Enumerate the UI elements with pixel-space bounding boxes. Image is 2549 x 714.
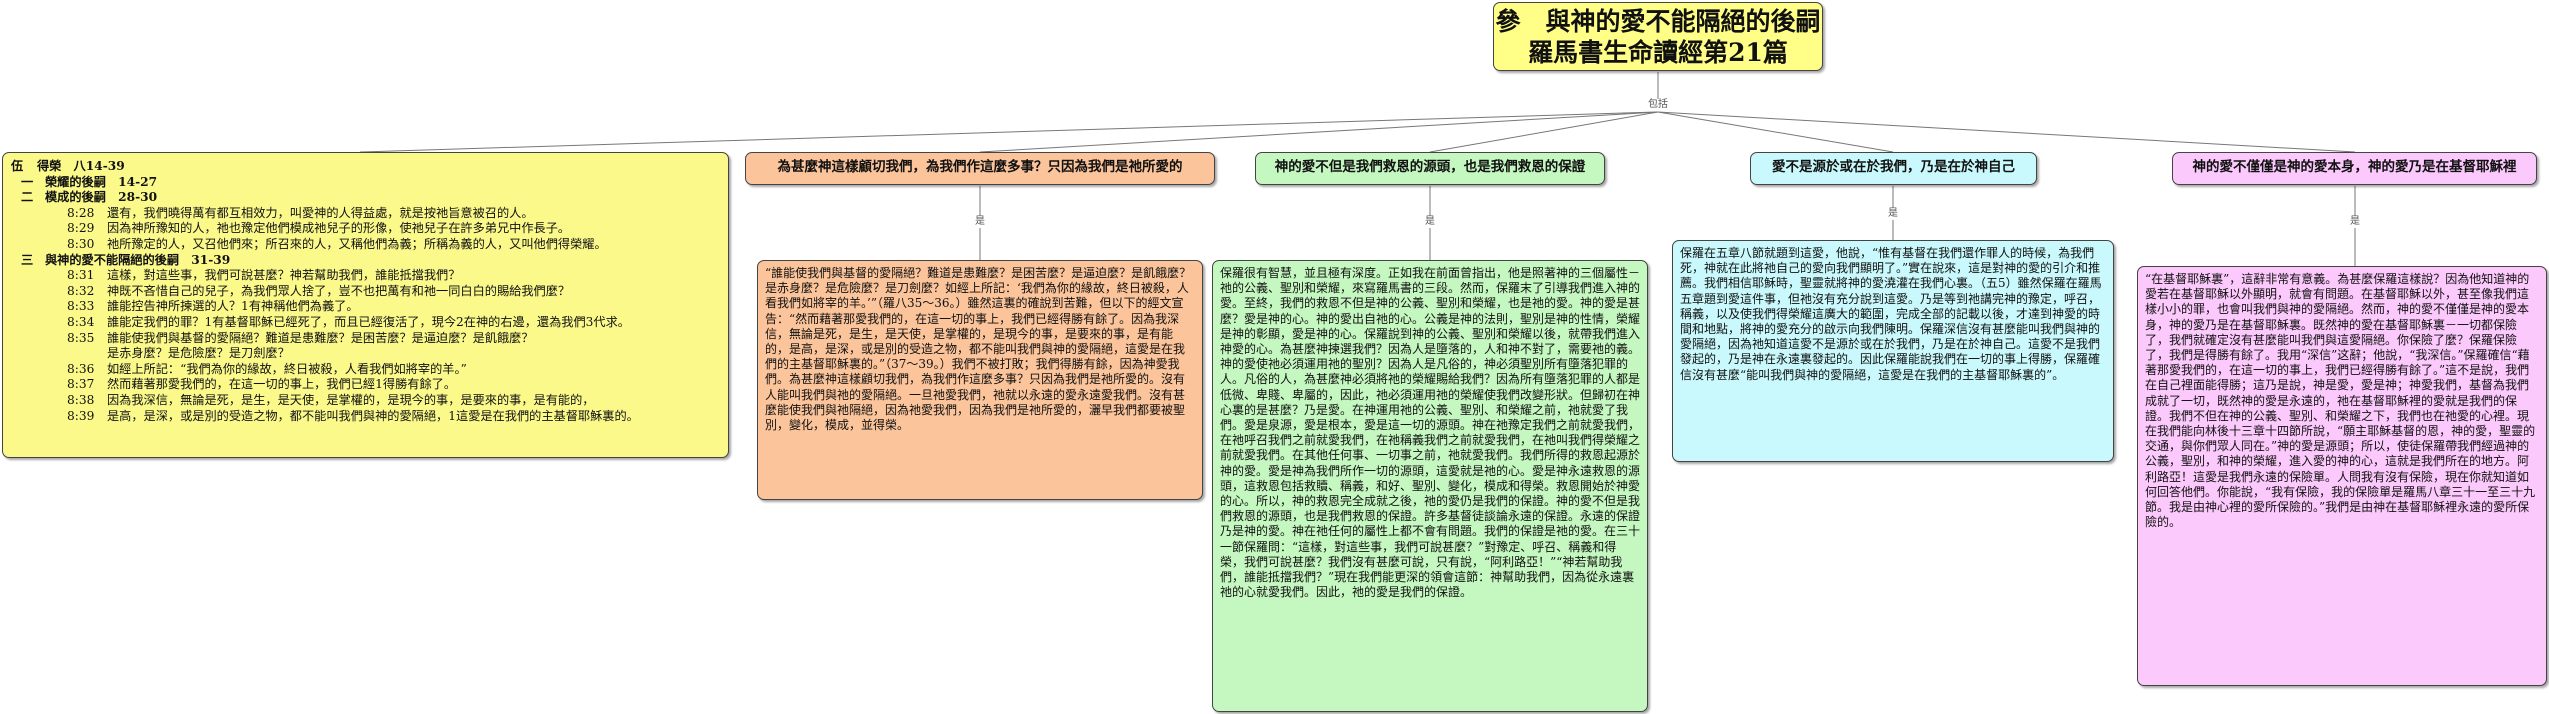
verse-ref: 8:32 — [67, 283, 95, 298]
verse-ref — [67, 346, 107, 362]
outline-section: 三 與神的愛不能隔絕的後嗣 31-39 — [11, 253, 720, 269]
verse-row: 8:39 是高，是深，或是別的受造之物，都不能叫我們與神的愛隔絕，1這愛是在我們的… — [11, 409, 720, 425]
outline-heading-text: 得榮 八14-39 — [37, 159, 125, 173]
verse-row: 8:32 神既不吝惜自己的兒子，為我們眾人捨了，豈不也把萬有和祂一同白白的賜給我們… — [11, 284, 720, 300]
verse-row: 8:33 誰能控告神所揀選的人？1有神稱他們為義了。 — [11, 299, 720, 315]
verse-text: 如經上所記：“我們為你的緣故，終日被殺，人看我們如將宰的羊。” — [107, 361, 467, 376]
verse-ref: 8:37 — [67, 377, 95, 392]
title-line-2: 羅馬書生命讀經第21篇 — [1528, 38, 1788, 67]
outline-section: 一 榮耀的後嗣 14-27 — [11, 175, 720, 191]
branch-heading-3: 愛不是源於或在於我們，乃是在於神自己 — [1750, 152, 2037, 185]
edge-label-branch-1: 是 — [973, 216, 987, 228]
verse-text: 誰能定我們的罪？1有基督耶穌已經死了，而且已經復活了，現今2在神的右邊，還為我們… — [107, 314, 630, 329]
verse-text: 誰能控告神所揀選的人？1有神稱他們為義了。 — [107, 299, 359, 314]
verse-text: 是赤身麼？是危險麼？是刀劍麼？ — [107, 346, 290, 361]
outline-section-text: 模成的後嗣 28-30 — [45, 190, 158, 205]
outline-section-text: 與神的愛不能隔絕的後嗣 31-39 — [45, 252, 231, 267]
edge-label-root: 包括 — [1646, 99, 1670, 111]
verse-row: 8:38 因為我深信，無論是死，是生，是天使，是掌權的，是現今的事，是要來的事，是… — [11, 393, 720, 409]
verse-text: 然而藉著那愛我們的，在這一切的事上，我們已經1得勝有餘了。 — [107, 377, 457, 392]
verse-row: 8:28 還有，我們曉得萬有都互相效力，叫愛神的人得益處，就是按祂旨意被召的人。 — [11, 206, 720, 222]
outline-heading-num: 伍 — [11, 159, 24, 173]
verse-text: 祂所豫定的人，又召他們來；所召來的人，又稱他們為義；所稱為義的人，又叫他們得榮耀… — [107, 236, 607, 251]
verse-ref: 8:31 — [67, 268, 95, 283]
verse-text: 誰能使我們與基督的愛隔絕？難道是患難麼？是困苦麼？是逼迫麼？是飢餓麼？ — [107, 330, 534, 345]
branch-heading-1: 為甚麼神這樣顧切我們，為我們作這麼多事？只因為我們是祂所愛的 — [745, 152, 1215, 185]
branch-body-1: “誰能使我們與基督的愛隔絕？難道是患難麼？是困苦麼？是逼迫麼？是飢餓麼？是赤身麼… — [757, 260, 1203, 500]
verse-ref: 8:33 — [67, 299, 95, 314]
outline-section-num: 一 — [21, 174, 34, 189]
outline-section-num: 二 — [21, 190, 34, 205]
verse-text: 因為神所豫知的人，祂也豫定他們模成祂兒子的形像，使祂兒子在許多弟兄中作長子。 — [107, 221, 571, 236]
verse-row: 是赤身麼？是危險麼？是刀劍麼？ — [11, 346, 720, 362]
verse-row: 8:29 因為神所豫知的人，祂也豫定他們模成祂兒子的形像，使祂兒子在許多弟兄中作長… — [11, 221, 720, 237]
outline-heading: 伍 得榮 八14-39 — [11, 159, 720, 175]
outline-section-text: 榮耀的後嗣 14-27 — [45, 174, 158, 189]
edge-label-branch-3: 是 — [1886, 208, 1900, 220]
verse-row: 8:37 然而藉著那愛我們的，在這一切的事上，我們已經1得勝有餘了。 — [11, 377, 720, 393]
verse-ref: 8:29 — [67, 221, 95, 236]
verse-ref: 8:30 — [67, 236, 95, 251]
verse-row: 8:36 如經上所記：“我們為你的緣故，終日被殺，人看我們如將宰的羊。” — [11, 362, 720, 378]
verse-ref: 8:39 — [67, 408, 95, 423]
verse-ref: 8:34 — [67, 314, 95, 329]
verse-text: 是高，是深，或是別的受造之物，都不能叫我們與神的愛隔絕，1這愛是在我們的主基督耶… — [107, 408, 639, 423]
outline-section: 二 模成的後嗣 28-30 — [11, 190, 720, 206]
edge-label-branch-4: 是 — [2348, 216, 2362, 228]
map-title: 參 與神的愛不能隔絕的後嗣 羅馬書生命讀經第21篇 — [1493, 2, 1823, 71]
edge-label-branch-2: 是 — [1423, 216, 1437, 228]
verse-ref: 8:28 — [67, 205, 95, 220]
verse-row: 8:30 祂所豫定的人，又召他們來；所召來的人，又稱他們為義；所稱為義的人，又叫他… — [11, 237, 720, 253]
title-line-1: 參 與神的愛不能隔絕的後嗣 — [1495, 7, 1821, 36]
outline-box: 伍 得榮 八14-39 一 榮耀的後嗣 14-27 二 模成的後嗣 28-30 … — [2, 152, 729, 458]
verse-row: 8:35 誰能使我們與基督的愛隔絕？難道是患難麼？是困苦麼？是逼迫麼？是飢餓麼？ — [11, 331, 720, 347]
verse-text: 因為我深信，無論是死，是生，是天使，是掌權的，是現今的事，是要來的事，是有能的， — [107, 392, 595, 407]
outline-verses-b: 8:31 這樣，對這些事，我們可說甚麼？神若幫助我們，誰能抵擋我們？ 8:32 神既不… — [11, 268, 720, 424]
branch-body-4: “在基督耶穌裏”，這辭非常有意義。為甚麼保羅這樣說？因為他知道神的愛若在基督耶穌… — [2137, 266, 2547, 686]
branch-heading-4: 神的愛不僅僅是神的愛本身，神的愛乃是在基督耶穌裡 — [2172, 152, 2537, 185]
verse-ref: 8:36 — [67, 361, 95, 376]
branch-heading-2: 神的愛不但是我們救恩的源頭，也是我們救恩的保證 — [1255, 152, 1605, 185]
verse-text: 還有，我們曉得萬有都互相效力，叫愛神的人得益處，就是按祂旨意被召的人。 — [107, 205, 534, 220]
branch-body-2: 保羅很有智慧，並且極有深度。正如我在前面曾指出，他是照著神的三個屬性－祂的公義、… — [1212, 260, 1648, 712]
branch-body-3: 保羅在五章八節就題到這愛，他說，“惟有基督在我們還作罪人的時候，為我們死，神就在… — [1672, 240, 2114, 462]
verse-text: 這樣，對這些事，我們可說甚麼？神若幫助我們，誰能抵擋我們？ — [107, 268, 461, 283]
verse-text: 神既不吝惜自己的兒子，為我們眾人捨了，豈不也把萬有和祂一同白白的賜給我們麼？ — [107, 283, 571, 298]
verse-row: 8:31 這樣，對這些事，我們可說甚麼？神若幫助我們，誰能抵擋我們？ — [11, 268, 720, 284]
verse-ref: 8:35 — [67, 330, 95, 345]
verse-row: 8:34 誰能定我們的罪？1有基督耶穌已經死了，而且已經復活了，現今2在神的右邊，… — [11, 315, 720, 331]
outline-section-num: 三 — [21, 252, 34, 267]
verse-ref: 8:38 — [67, 392, 95, 407]
